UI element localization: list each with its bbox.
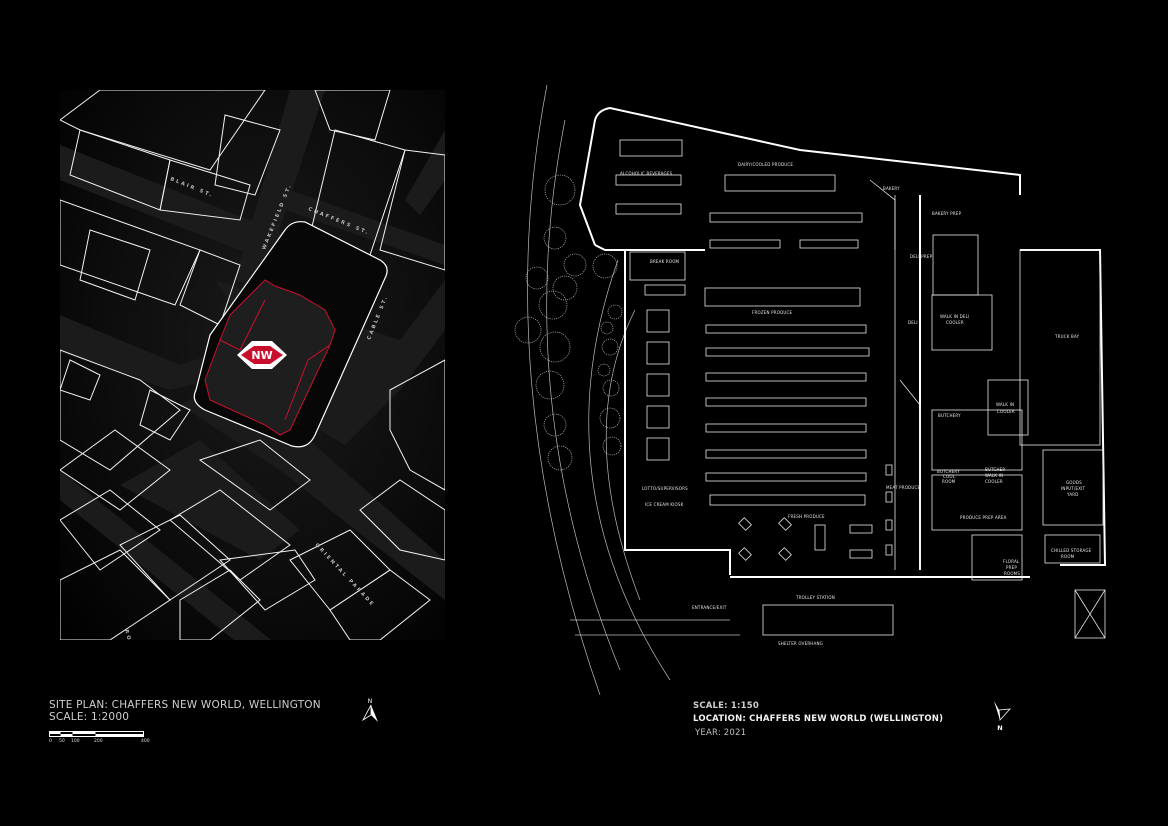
scale-tick: 100 bbox=[71, 739, 80, 744]
room-label: SHELTER OVERHANG bbox=[778, 641, 823, 646]
room-label: CHILLED STORAGE bbox=[1051, 548, 1092, 553]
room-label: DAIRY/COOLED PRODUCE bbox=[738, 162, 793, 167]
street-label-roxburgh: ROXBURGH ST. bbox=[123, 629, 146, 640]
room-label: GOODS bbox=[1066, 480, 1082, 485]
room-label: YARD bbox=[1066, 492, 1079, 497]
room-label: ENTRANCE/EXIT bbox=[692, 605, 727, 610]
room-label: BUTCHERY bbox=[937, 469, 960, 474]
floor-plan-location: LOCATION: CHAFFERS NEW WORLD (WELLINGTON… bbox=[693, 714, 944, 724]
site-plan-scale: SCALE: 1:2000 bbox=[49, 711, 130, 723]
room-label: PRODUCE PREP AREA bbox=[960, 515, 1007, 520]
room-label: TROLLEY STATION bbox=[795, 595, 835, 600]
landscape-curves bbox=[527, 84, 740, 696]
room-label: WALK IN bbox=[996, 402, 1014, 407]
site-plan-map: NW BLAIR ST. WAKEFIELD ST. CHAFFERS ST. … bbox=[60, 90, 445, 640]
room-label: PREP bbox=[1006, 565, 1017, 570]
room-label: ICE CREAM KIOSK bbox=[645, 502, 684, 507]
room-label: INPUT/EXIT bbox=[1061, 486, 1086, 491]
room-label: COOLER bbox=[985, 479, 1003, 484]
room-label: WALK IN DELI bbox=[940, 314, 969, 319]
trees bbox=[514, 174, 623, 471]
nw-logo-text: NW bbox=[251, 349, 272, 362]
room-label: COOLER bbox=[997, 409, 1015, 414]
room-label: COOL bbox=[943, 474, 956, 479]
room-label: TRUCK BAY bbox=[1054, 334, 1080, 339]
room-label: BAKERY PREP bbox=[932, 211, 962, 216]
nw-logo: NW bbox=[237, 341, 287, 369]
floor-plan-drawing: ALCOHOLIC BEVERAGES DAIRY/COOLED PRODUCE… bbox=[514, 84, 1107, 696]
room-label: BUTCHER bbox=[985, 467, 1005, 472]
floor-plan-year: YEAR: 2021 bbox=[695, 728, 747, 738]
room-label: BAKERY bbox=[883, 186, 900, 191]
north-label: N bbox=[368, 698, 373, 705]
site-plan-drawing: NW BLAIR ST. WAKEFIELD ST. CHAFFERS ST. … bbox=[60, 90, 445, 640]
room-label: ROOM bbox=[942, 479, 956, 484]
floor-plan-scale: SCALE: 1:150 bbox=[693, 701, 759, 711]
room-label: DELI bbox=[908, 320, 918, 325]
scale-bar: 0 50 100 200 400 bbox=[49, 731, 150, 747]
north-arrow-icon: N bbox=[991, 700, 1013, 732]
north-label: N bbox=[997, 724, 1002, 732]
room-label: COOLER bbox=[946, 320, 964, 325]
room-label: MEAT PRODUCE bbox=[886, 485, 920, 490]
room-label: ROOM bbox=[1061, 554, 1075, 559]
scale-tick: 400 bbox=[141, 739, 150, 744]
scale-tick: 50 bbox=[59, 739, 65, 744]
room-label: DELI PREP bbox=[910, 254, 933, 259]
room-label: LOTTO/SUPERVISORS bbox=[642, 486, 688, 491]
street-label-oriental: ORIENTAL PARADE bbox=[314, 542, 376, 608]
city-blocks bbox=[60, 90, 445, 640]
room-label: FLORAL bbox=[1003, 559, 1020, 564]
interior-lines bbox=[615, 139, 1106, 639]
room-label: BREAK ROOM bbox=[650, 259, 680, 264]
floor-plan: ALCOHOLIC BEVERAGES DAIRY/COOLED PRODUCE… bbox=[500, 80, 1168, 700]
site-plan-title: SITE PLAN: CHAFFERS NEW WORLD, WELLINGTO… bbox=[49, 699, 321, 711]
north-arrow-icon: N bbox=[361, 696, 379, 724]
scale-bar-graphic bbox=[49, 731, 144, 737]
scale-tick: 200 bbox=[94, 739, 103, 744]
room-label: ALCOHOLIC BEVERAGES bbox=[620, 171, 673, 176]
room-label: WALK IN bbox=[985, 473, 1003, 478]
room-label: ROOMS bbox=[1004, 571, 1020, 576]
room-label: FRESH PRODUCE bbox=[788, 514, 825, 519]
scale-tick: 0 bbox=[49, 739, 52, 744]
room-label: FROZEN PRODUCE bbox=[752, 310, 793, 315]
room-label: BUTCHERY bbox=[938, 413, 961, 418]
building-walls bbox=[578, 106, 1107, 578]
